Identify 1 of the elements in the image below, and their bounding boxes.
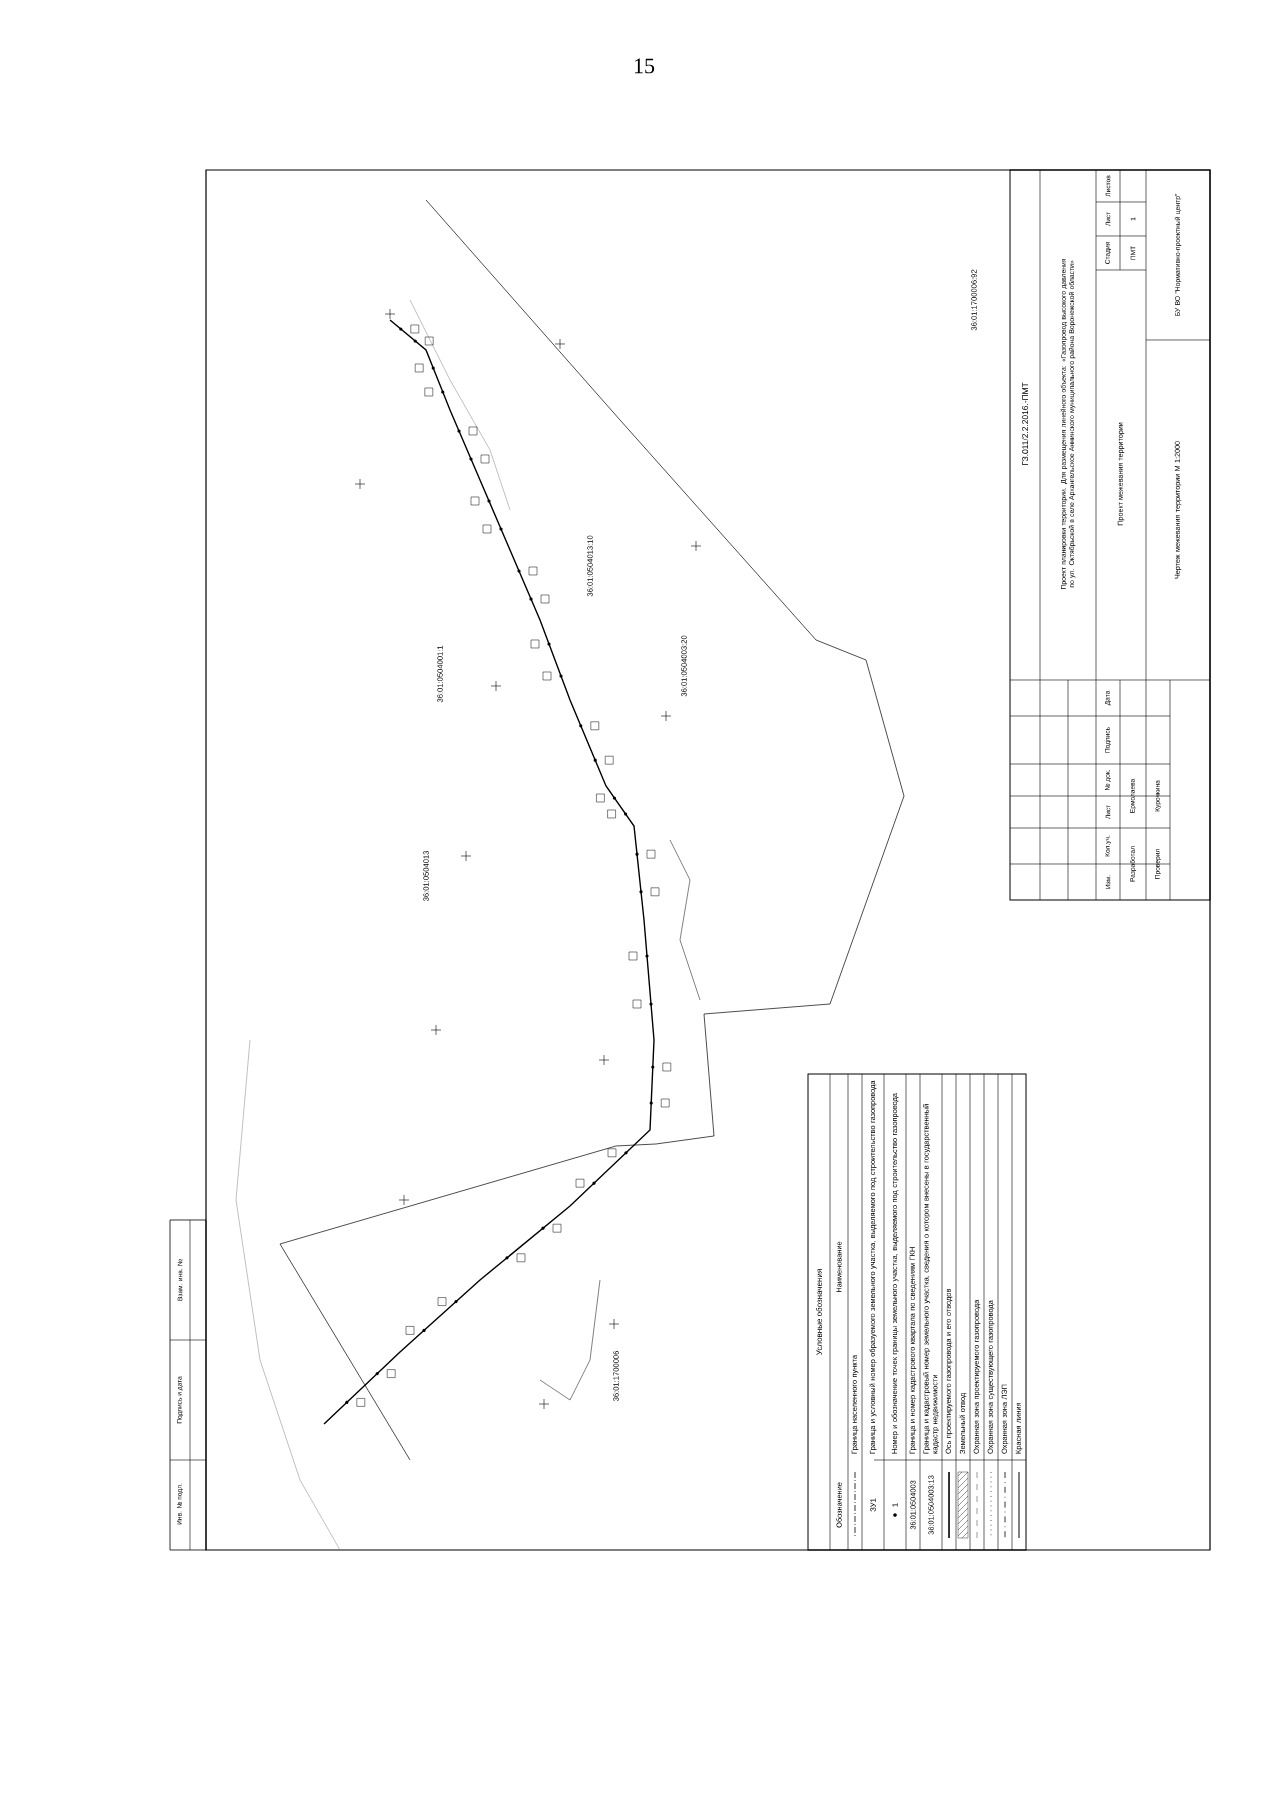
page-number: 15 bbox=[634, 58, 655, 74]
